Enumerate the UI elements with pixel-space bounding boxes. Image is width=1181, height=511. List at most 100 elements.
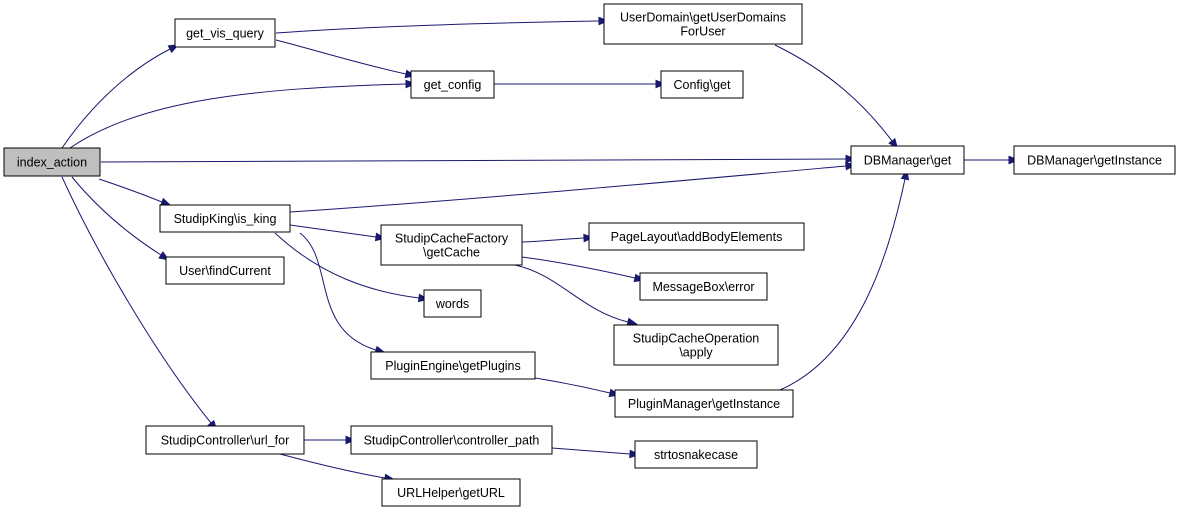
node-box bbox=[380, 224, 523, 266]
node-box bbox=[850, 145, 965, 175]
node-dbmanager-getinstance[interactable]: DBManager\getInstance bbox=[1013, 145, 1176, 175]
node-box bbox=[634, 440, 758, 469]
edge-studipking-to-cachefactory bbox=[289, 224, 387, 242]
edge-line bbox=[534, 377, 611, 394]
edge-line bbox=[61, 176, 212, 424]
node-label: PluginManager\getInstance bbox=[628, 397, 780, 411]
node-box bbox=[159, 204, 291, 233]
edge-cachefactory-to-messagebox bbox=[521, 256, 646, 283]
node-studipking[interactable]: StudipKing\is_king bbox=[159, 204, 291, 233]
edge-line bbox=[69, 83, 407, 149]
edge-line bbox=[61, 48, 171, 149]
edge-line bbox=[71, 176, 162, 256]
node-label: index_action bbox=[17, 156, 87, 170]
node-box bbox=[614, 389, 794, 418]
node-label: StudipCacheOperation bbox=[633, 332, 760, 346]
node-dbmanager-get[interactable]: DBManager\get bbox=[850, 145, 965, 175]
node-box bbox=[588, 222, 805, 251]
edge-arrowhead bbox=[159, 197, 172, 206]
node-box bbox=[174, 18, 276, 48]
edge-line bbox=[289, 224, 377, 238]
node-user-findcurrent[interactable]: User\findCurrent bbox=[165, 256, 285, 285]
edge-line bbox=[299, 232, 377, 351]
edge-line bbox=[521, 256, 636, 279]
node-label: Config\get bbox=[674, 78, 732, 92]
node-cachefactory[interactable]: StudipCacheFactory\getCache bbox=[380, 224, 523, 266]
edge-line bbox=[100, 158, 847, 163]
node-label: get_config bbox=[424, 78, 482, 92]
edge-arrowhead bbox=[626, 317, 639, 327]
node-box bbox=[423, 289, 482, 318]
node-label: get_vis_query bbox=[186, 27, 265, 41]
edge-line bbox=[98, 178, 163, 203]
node-label: DBManager\get bbox=[864, 154, 952, 168]
node-label: DBManager\getInstance bbox=[1027, 154, 1162, 168]
node-url-for[interactable]: StudipController\url_for bbox=[145, 425, 305, 455]
edge-line bbox=[279, 453, 386, 479]
edge-line bbox=[514, 264, 629, 323]
node-pluginmanager[interactable]: PluginManager\getInstance bbox=[614, 389, 794, 418]
node-label: StudipKing\is_king bbox=[174, 212, 277, 226]
edge-cachefactory-to-pagelayout bbox=[521, 233, 595, 243]
edge-line bbox=[779, 178, 906, 391]
edge-url_for-to-urlhelper bbox=[279, 453, 396, 483]
node-label: \getCache bbox=[423, 246, 480, 260]
node-label: URLHelper\getURL bbox=[397, 486, 505, 500]
node-words[interactable]: words bbox=[423, 289, 482, 318]
edge-get_vis_query-to-userdomain_get bbox=[275, 16, 610, 34]
edge-userdomain_get-to-dbmanager_get bbox=[774, 44, 899, 150]
node-messagebox[interactable]: MessageBox\error bbox=[639, 272, 768, 301]
edge-controller_path-to-strtosnakecase bbox=[551, 447, 641, 459]
node-box bbox=[639, 272, 768, 301]
node-label: strtosnakecase bbox=[654, 448, 738, 462]
edge-line bbox=[521, 237, 585, 243]
node-box bbox=[165, 256, 285, 285]
node-get-vis-query[interactable]: get_vis_query bbox=[174, 18, 276, 48]
edge-pluginmanager-to-dbmanager_get bbox=[779, 168, 910, 391]
edge-dbmanager_get-to-dbmanager_getinstance bbox=[964, 155, 1020, 165]
edge-url_for-to-controller_path bbox=[304, 435, 357, 445]
node-box bbox=[145, 425, 305, 455]
edge-pluginengine-to-pluginmanager bbox=[534, 377, 621, 398]
node-pluginengine[interactable]: PluginEngine\getPlugins bbox=[370, 351, 536, 380]
node-label: UserDomain\getUserDomains bbox=[620, 11, 786, 25]
node-label: MessageBox\error bbox=[652, 280, 754, 294]
node-box bbox=[370, 351, 536, 380]
edge-index_action-to-user_findcurrent bbox=[71, 176, 170, 261]
edge-line bbox=[551, 447, 631, 455]
edge-studipking-to-pluginengine bbox=[299, 232, 386, 355]
edge-get_vis_query-to-get_config bbox=[275, 39, 417, 79]
node-cacheoperation[interactable]: StudipCacheOperation\apply bbox=[613, 324, 779, 366]
edge-studipking-to-dbmanager_get bbox=[289, 161, 857, 213]
node-box bbox=[350, 425, 553, 455]
node-box bbox=[410, 70, 495, 99]
edge-line bbox=[275, 20, 600, 34]
node-get-config[interactable]: get_config bbox=[410, 70, 495, 99]
node-label: StudipController\controller_path bbox=[364, 434, 540, 448]
edge-get_config-to-config_get bbox=[494, 79, 667, 89]
edge-line bbox=[289, 165, 847, 213]
node-pagelayout[interactable]: PageLayout\addBodyElements bbox=[588, 222, 805, 251]
node-label: ForUser bbox=[680, 25, 725, 39]
edge-index_action-to-dbmanager_get bbox=[100, 154, 857, 164]
edge-line bbox=[274, 232, 420, 299]
node-box bbox=[3, 147, 101, 177]
edge-index_action-to-studipking bbox=[98, 178, 172, 206]
edge-line bbox=[774, 44, 893, 142]
node-label: StudipController\url_for bbox=[161, 434, 290, 448]
node-label: PluginEngine\getPlugins bbox=[385, 359, 521, 373]
node-label: \apply bbox=[679, 346, 713, 360]
node-strtosnakecase[interactable]: strtosnakecase bbox=[634, 440, 758, 469]
node-label: PageLayout\addBodyElements bbox=[611, 230, 783, 244]
edge-index_action-to-get_config bbox=[69, 79, 417, 149]
node-urlhelper[interactable]: URLHelper\getURL bbox=[381, 478, 521, 507]
node-box bbox=[603, 3, 803, 45]
node-index-action[interactable]: index_action bbox=[3, 147, 101, 177]
node-label: User\findCurrent bbox=[179, 264, 271, 278]
node-config-get[interactable]: Config\get bbox=[660, 70, 744, 99]
edge-line bbox=[275, 39, 407, 75]
node-controller-path[interactable]: StudipController\controller_path bbox=[350, 425, 553, 455]
node-box bbox=[660, 70, 744, 99]
